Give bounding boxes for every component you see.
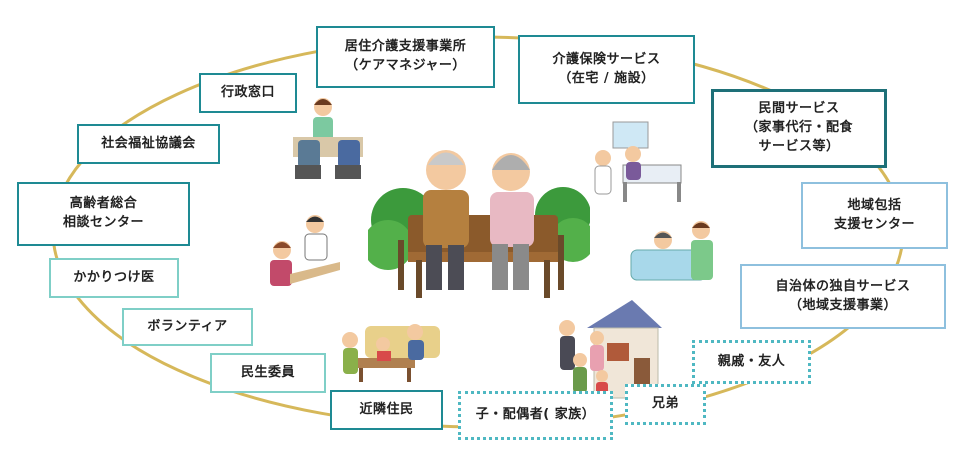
- private-services-box: 民間サービス （家事代行・配食 サービス等）: [711, 89, 887, 168]
- neighbors-box: 近隣住民: [330, 390, 443, 430]
- relatives-friends-box: 親戚・友人: [692, 340, 811, 384]
- family-doctor-box: かかりつけ医: [49, 258, 179, 298]
- municipal-services-box: 自治体の独自サービス （地域支援事業）: [740, 264, 946, 329]
- family-living-room-illustration: [342, 324, 440, 382]
- counselor-desk-illustration: [270, 215, 340, 286]
- office-consultation-illustration: [293, 98, 363, 179]
- siblings-box: 兄弟: [625, 384, 706, 425]
- welfare-commissioner-box: 民生委員: [210, 353, 326, 393]
- social-welfare-council-box: 社会福祉協議会: [77, 124, 220, 164]
- elderly-couple-on-bench-illustration: [368, 150, 590, 298]
- care-manager-office-box: 居住介護支援事業所 （ケアマネジャー）: [316, 26, 495, 88]
- elderly-consultation-center-box: 高齢者総合 相談センター: [17, 182, 190, 246]
- long-term-care-insurance-box: 介護保険サービス （在宅 / 施設）: [518, 35, 695, 104]
- caregiver-bed-illustration: [594, 121, 682, 202]
- bathing-assistance-illustration: [630, 221, 713, 281]
- family-box: 子・配偶者( 家族）: [458, 391, 613, 440]
- volunteer-box: ボランティア: [122, 308, 253, 346]
- community-support-center-box: 地域包括 支援センター: [801, 182, 948, 249]
- administrative-office-box: 行政窓口: [199, 73, 297, 113]
